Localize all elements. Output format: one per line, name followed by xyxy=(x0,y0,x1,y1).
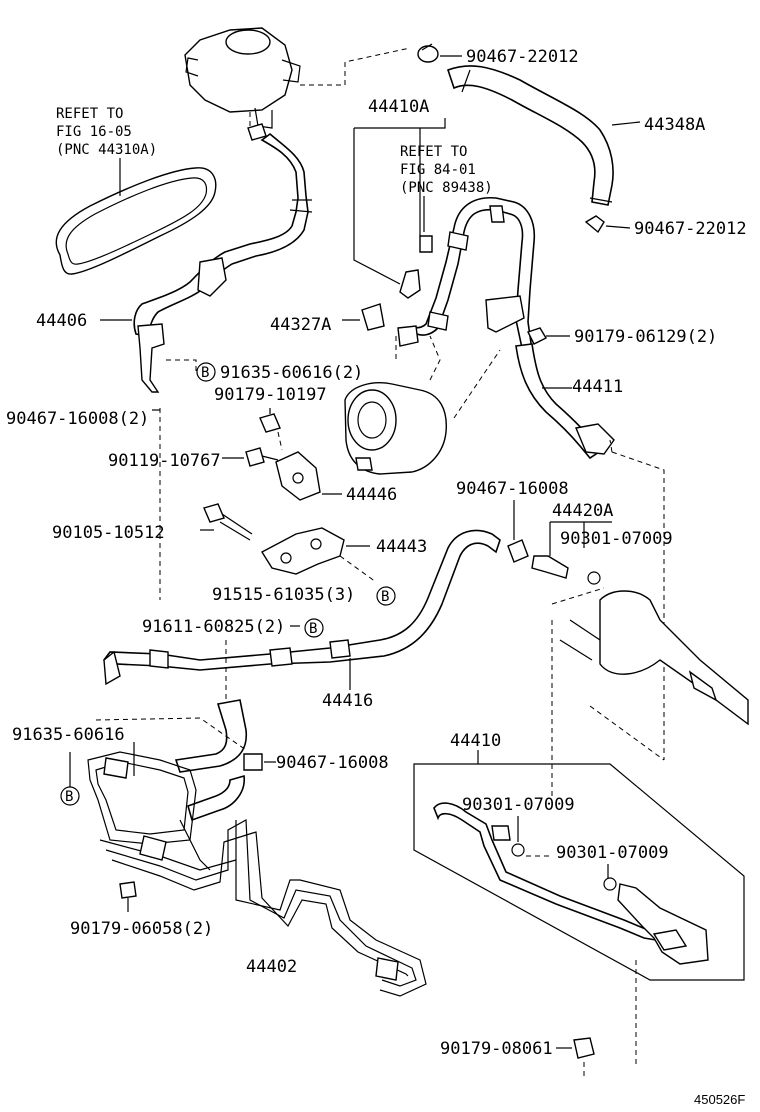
circle-b-marker-4-text: B xyxy=(65,789,73,805)
power-steering-pump-drawing xyxy=(344,382,447,475)
bracket-44446-drawing xyxy=(275,451,321,501)
refer-note-fig-84-01-line2: FIG 84-01 xyxy=(400,162,476,178)
refer-note-fig-84-01-line3: (PNC 89438) xyxy=(400,180,493,196)
label-44416: 44416 xyxy=(322,691,373,711)
label-90179-06058: 90179-06058(2) xyxy=(70,919,213,939)
label-44348A: 44348A xyxy=(644,115,705,135)
label-44410A: 44410A xyxy=(368,97,429,117)
circle-b-marker-4: B xyxy=(60,786,80,806)
circle-b-marker-2-text: B xyxy=(381,589,389,605)
bracket-44443-drawing xyxy=(261,527,345,575)
circle-b-marker-1-text: B xyxy=(201,365,209,381)
label-90467-16008-2: 90467-16008(2) xyxy=(6,409,149,429)
reservoir-tank-drawing xyxy=(184,27,301,129)
label-44420A: 44420A xyxy=(552,501,613,521)
label-91635-60616-2: 91635-60616(2) xyxy=(220,363,363,383)
diagram-id: 450526F xyxy=(694,1092,745,1107)
label-44410: 44410 xyxy=(450,731,501,751)
circle-b-marker-3: B xyxy=(304,618,324,638)
label-90467-16008-low: 90467-16008 xyxy=(276,753,389,773)
circle-b-marker-1: B xyxy=(196,362,216,382)
label-90105-10512: 90105-10512 xyxy=(52,523,165,543)
label-90119-10767: 90119-10767 xyxy=(108,451,221,471)
label-90467-16008-right: 90467-16008 xyxy=(456,479,569,499)
label-44446: 44446 xyxy=(346,485,397,505)
union-44420A-drawing xyxy=(531,555,569,579)
clamp-90467-16008-right-drawing xyxy=(507,539,529,563)
detail-box-44410-drawing xyxy=(413,750,745,981)
steering-gear-drawing xyxy=(559,590,749,726)
clamp-90467-22012-top-drawing xyxy=(417,43,439,63)
label-44443: 44443 xyxy=(376,537,427,557)
label-90179-10197: 90179-10197 xyxy=(214,385,327,405)
clip-44327A-drawing xyxy=(361,303,385,331)
label-90301-07009-a: 90301-07009 xyxy=(462,795,575,815)
refer-note-fig-16-05-line2: FIG 16-05 xyxy=(56,124,132,140)
hose-44406-drawing xyxy=(133,123,313,393)
pressure-switch-drawing xyxy=(399,235,433,299)
label-91515-61035: 91515-61035(3) xyxy=(212,585,355,605)
label-91635-60616: 91635-60616 xyxy=(12,725,125,745)
refer-note-fig-84-01-line1: REFET TO xyxy=(400,144,467,160)
refer-note-fig-84-01: REFET TO FIG 84-01 (PNC 89438) xyxy=(400,144,493,196)
label-44327A: 44327A xyxy=(270,315,331,335)
label-44411: 44411 xyxy=(572,377,623,397)
bolt-90119-10767-drawing xyxy=(245,447,279,467)
grommet-90179-08061-drawing xyxy=(573,1037,595,1059)
hose-44411-drawing xyxy=(515,343,615,460)
cooler-pipe-44402-drawing xyxy=(87,751,427,997)
label-90301-07009-top: 90301-07009 xyxy=(560,529,673,549)
hose-44416-drawing xyxy=(103,529,501,686)
circle-b-marker-2: B xyxy=(376,586,396,606)
bolt-90105-10512-drawing xyxy=(203,503,253,541)
label-44402: 44402 xyxy=(246,957,297,977)
label-90301-07009-b: 90301-07009 xyxy=(556,843,669,863)
nut-90179-10197-drawing xyxy=(259,413,281,433)
refer-note-fig-16-05: REFET TO FIG 16-05 (PNC 44310A) xyxy=(56,106,157,158)
refer-note-fig-16-05-line1: REFET TO xyxy=(56,106,123,122)
label-90467-22012-mid: 90467-22012 xyxy=(634,219,747,239)
label-44406: 44406 xyxy=(36,311,87,331)
grommet-90179-06058-drawing xyxy=(119,881,137,899)
label-90179-06129: 90179-06129(2) xyxy=(574,327,717,347)
label-90179-08061: 90179-08061 xyxy=(440,1039,553,1059)
label-91611-60825: 91611-60825(2) xyxy=(142,617,285,637)
clamp-90467-22012-mid-drawing xyxy=(584,215,605,234)
drive-belt-drawing xyxy=(55,167,217,275)
refer-note-fig-16-05-line3: (PNC 44310A) xyxy=(56,142,157,158)
hose-44348A-drawing xyxy=(446,65,614,206)
label-90467-22012-top: 90467-22012 xyxy=(466,47,579,67)
circle-b-marker-3-text: B xyxy=(309,621,317,637)
